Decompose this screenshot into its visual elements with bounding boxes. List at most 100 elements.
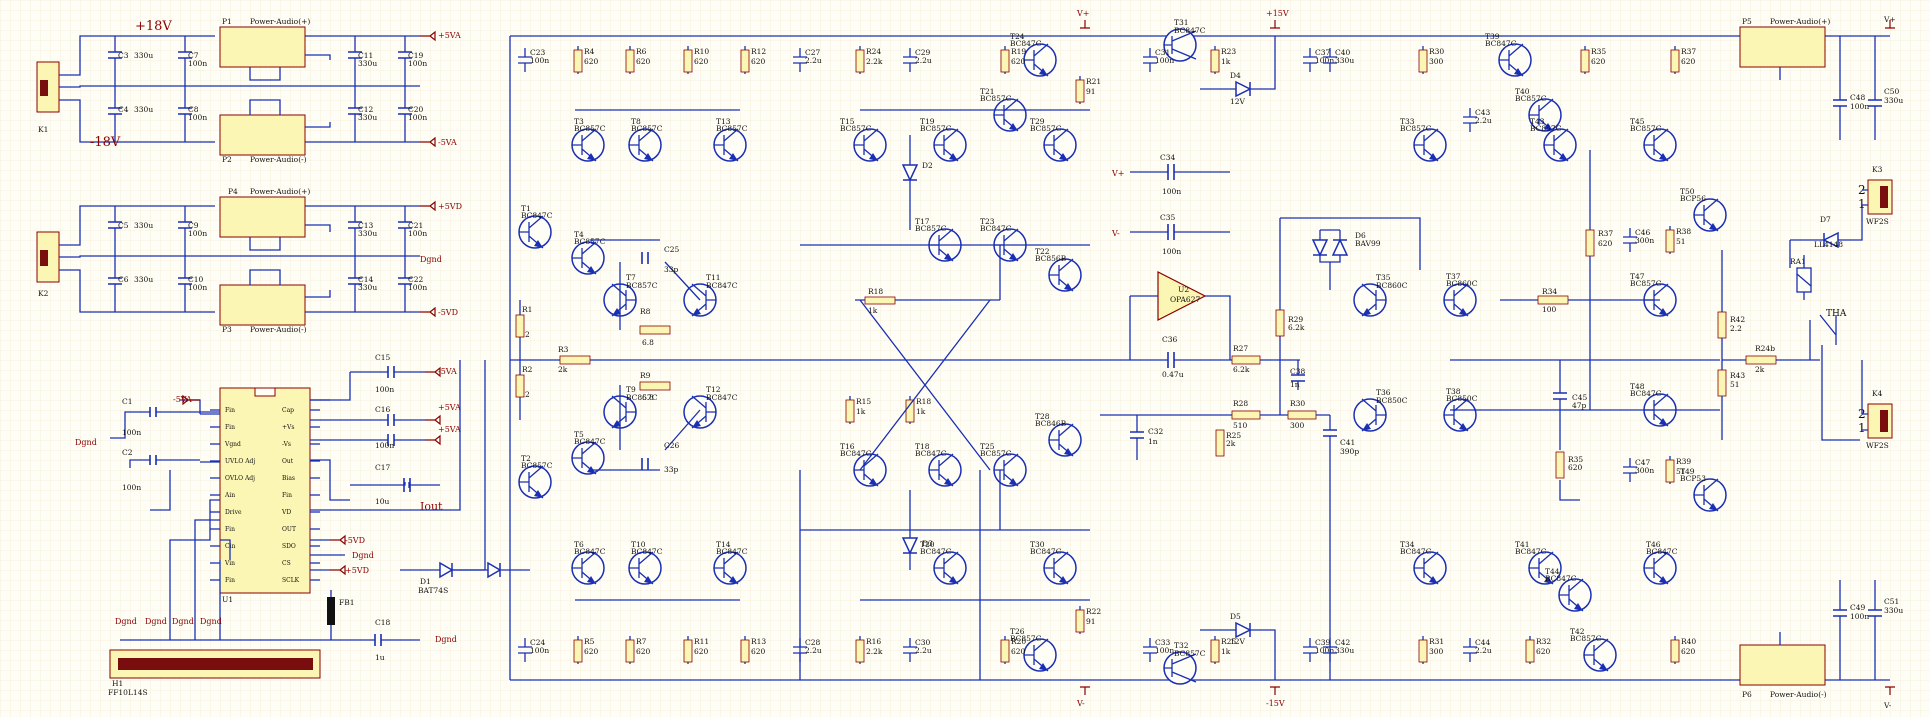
resistor-r41[interactable] bbox=[1717, 311, 1727, 339]
ic-u1[interactable] bbox=[219, 387, 311, 594]
resistor-r8[interactable] bbox=[639, 325, 671, 335]
resistor-r26[interactable] bbox=[1231, 355, 1261, 365]
resistor-r33[interactable] bbox=[1537, 295, 1569, 305]
resistor-r34[interactable] bbox=[1555, 451, 1565, 479]
resistor-r27[interactable] bbox=[1231, 410, 1261, 420]
resistor-r17[interactable] bbox=[864, 296, 896, 305]
resistor-r42[interactable] bbox=[1717, 369, 1727, 397]
power-module-p6[interactable] bbox=[1739, 644, 1826, 686]
resistor-r9[interactable] bbox=[639, 381, 671, 391]
resistor-r2[interactable] bbox=[515, 374, 525, 398]
resistor-r1[interactable] bbox=[515, 314, 525, 338]
power-module-p4[interactable] bbox=[219, 196, 306, 238]
resistor-r29[interactable] bbox=[1287, 410, 1317, 420]
power-module-p1[interactable] bbox=[219, 26, 306, 68]
resistor-r36[interactable] bbox=[1585, 229, 1595, 257]
resistor-r24b[interactable] bbox=[1215, 429, 1225, 457]
power-module-p5[interactable] bbox=[1739, 26, 1826, 68]
power-module-p2[interactable] bbox=[219, 114, 306, 156]
resistor-r43[interactable] bbox=[1745, 355, 1777, 365]
ferrite-fb1[interactable] bbox=[327, 597, 335, 625]
resistor-r28[interactable] bbox=[1275, 309, 1285, 337]
power-module-p3[interactable] bbox=[219, 284, 306, 326]
resistor-r3[interactable] bbox=[559, 355, 591, 365]
